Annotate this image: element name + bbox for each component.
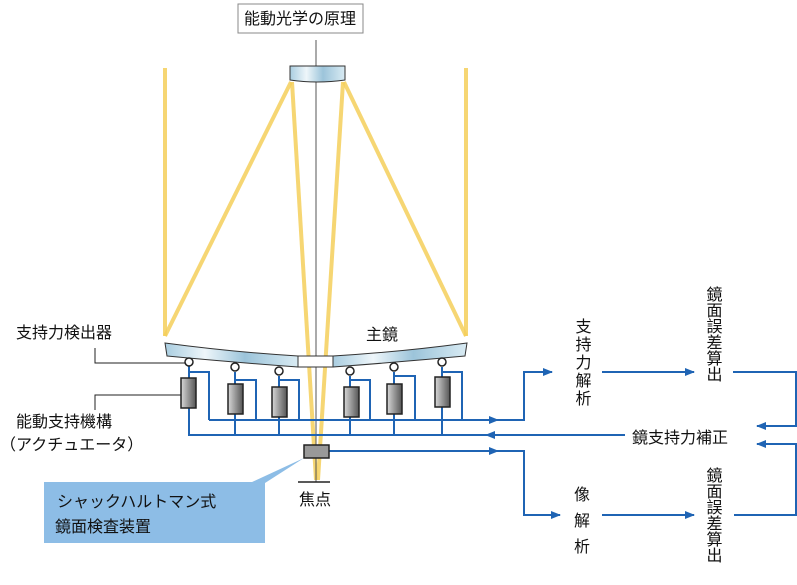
focus-label: 焦点 [299,490,331,509]
support-detectors [184,357,447,376]
mirror-error-top-label: 鏡面誤差算出 [704,285,723,382]
image-analysis-char-3: 析 [574,537,590,556]
light-beams [163,68,468,481]
sensor-label-2: 鏡面検査装置 [55,517,151,536]
sensor-label-1: シャックハルトマン式 [57,492,216,511]
sensor-callout: シャックハルトマン式 鏡面検査装置 [44,458,304,543]
actuator-leader [94,394,181,410]
support-analysis-label: 支持力解析 [573,318,592,408]
primary-mirror-label: 主鏡 [366,325,398,344]
title: 能動光学の原理 [244,9,356,28]
correction-label: 鏡支持力補正 [632,428,728,447]
title-box: 能動光学の原理 [237,3,364,34]
secondary-mirror [289,65,346,83]
image-analysis-char-2: 解 [574,511,590,530]
detector-leader [94,348,185,364]
primary-mirror [164,342,468,368]
actuator-label-1: 能動支持機構 [16,412,112,431]
actuators [180,376,451,418]
shack-hartmann-sensor [303,444,330,459]
actuator-label-2: （アクチュエータ） [0,435,143,454]
support-detector-label: 支持力検出器 [16,323,112,342]
mirror-error-bottom-label: 鏡面誤差算出 [704,466,723,563]
wiring [188,366,797,519]
image-analysis-char-1: 像 [574,485,590,504]
